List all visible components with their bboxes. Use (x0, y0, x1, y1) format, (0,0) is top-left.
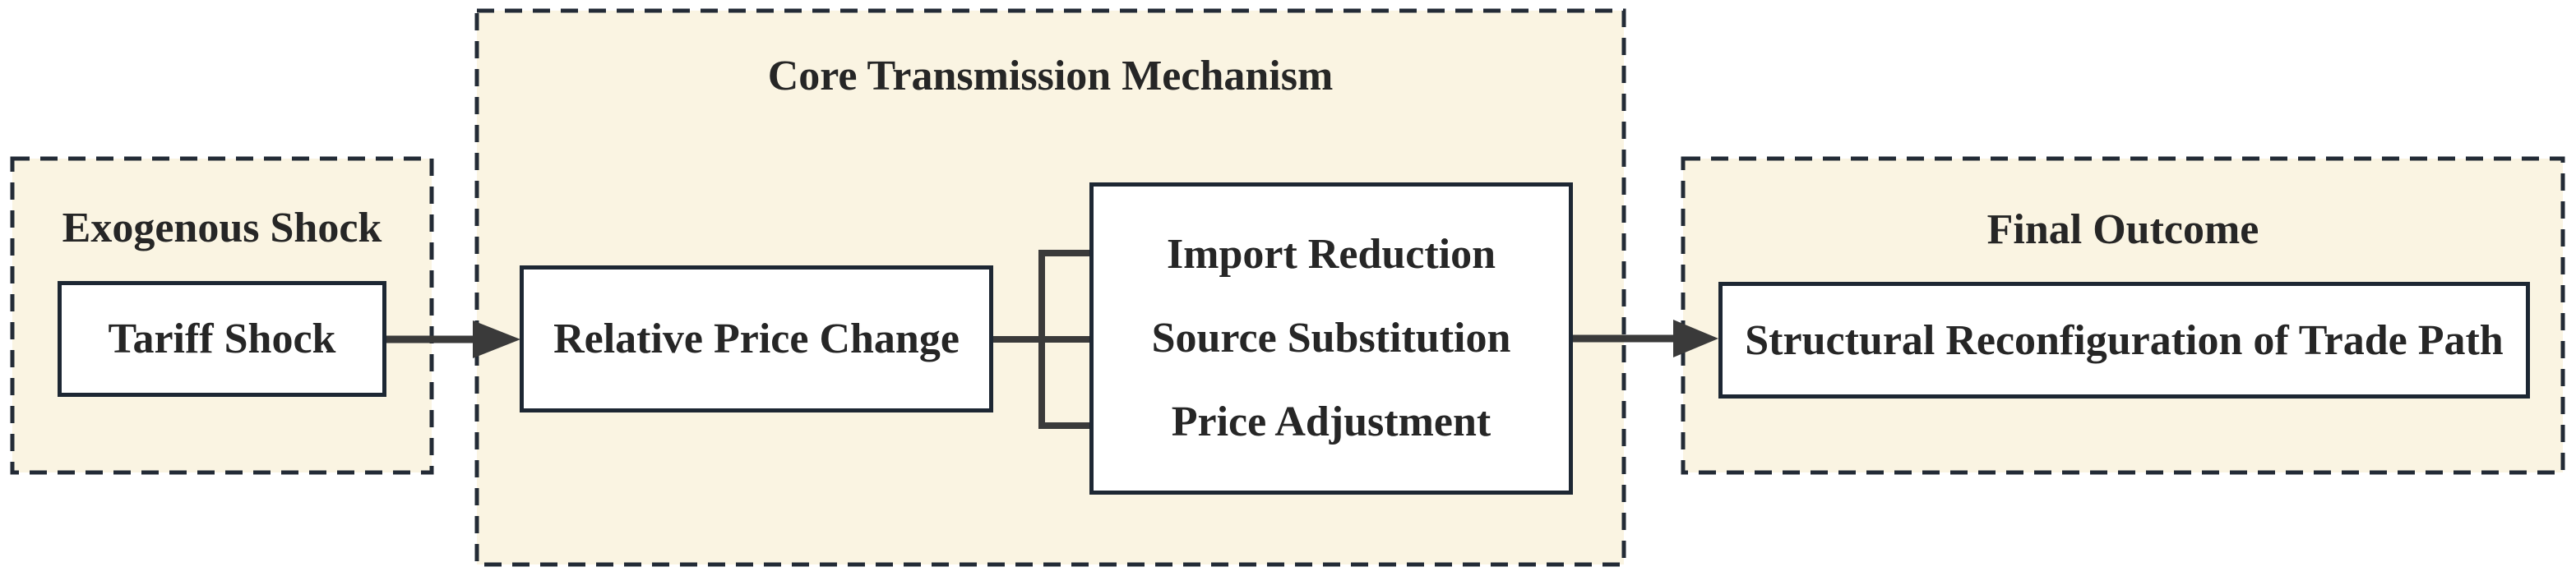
relative-price-change-label: Relative Price Change (553, 316, 960, 362)
mechanism-source-substitution-label: Source Substitution (1151, 315, 1511, 362)
arrow-mechanism-to-outcome-head-icon (1673, 320, 1718, 357)
arrow-shock-to-price-head-icon (473, 320, 520, 358)
mechanism-import-reduction-label: Import Reduction (1166, 231, 1496, 278)
mechanism-price-adjustment-label: Price Adjustment (1171, 399, 1491, 445)
exogenous-shock-title: Exogenous Shock (62, 205, 382, 251)
relative-price-change-node: Relative Price Change (520, 265, 993, 412)
tariff-shock-node: Tariff Shock (58, 281, 386, 397)
mechanisms-node: Import Reduction Source Substitution Pri… (1089, 182, 1573, 495)
structural-reconfiguration-label: Structural Reconfiguration of Trade Path (1745, 316, 2504, 364)
tariff-shock-label: Tariff Shock (108, 316, 336, 362)
core-transmission-title: Core Transmission Mechanism (767, 53, 1334, 99)
structural-reconfiguration-node: Structural Reconfiguration of Trade Path (1718, 282, 2530, 399)
final-outcome-title: Final Outcome (1986, 206, 2259, 253)
